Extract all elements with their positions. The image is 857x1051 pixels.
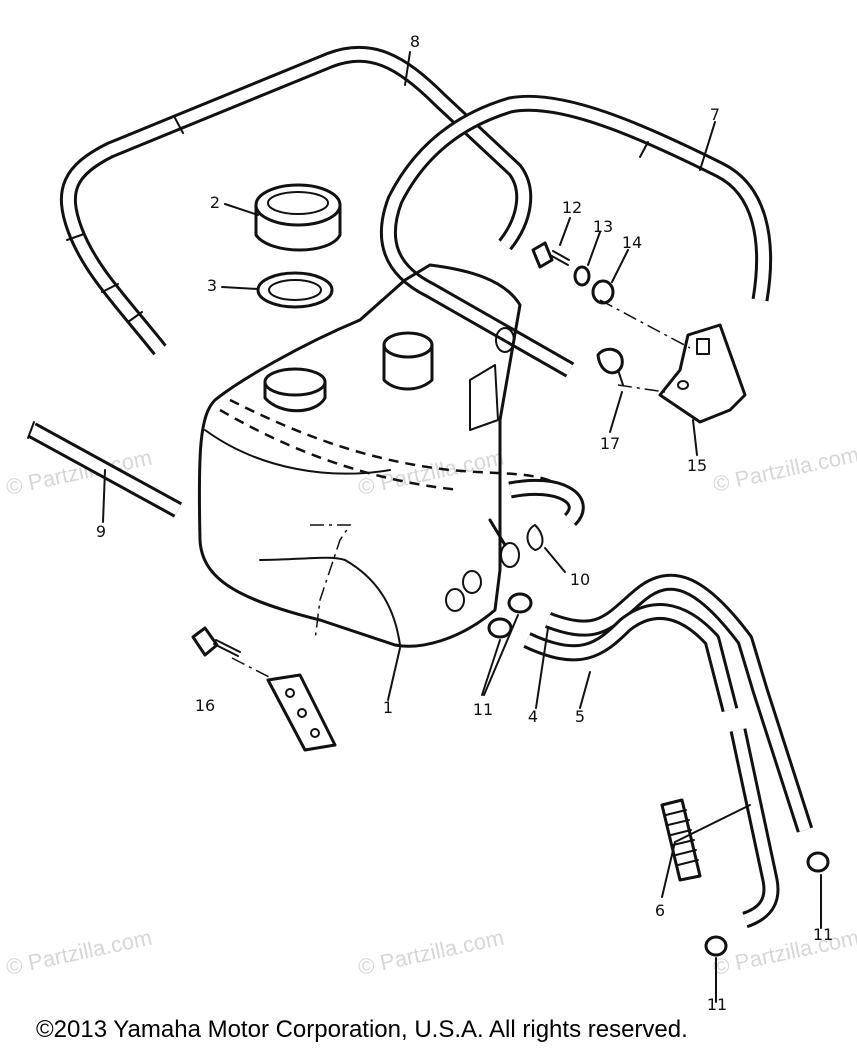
- callout-8: 8: [410, 32, 420, 51]
- watermark: © Partzilla.com: [4, 925, 154, 980]
- sleeve: [660, 798, 702, 882]
- callout-2: 2: [210, 193, 220, 212]
- oil-tank: [197, 263, 566, 648]
- outlet-hose: [508, 478, 585, 527]
- callouts: 1 2 3 4 5 6 7 8 9 10 11 11 11 12 13 14 1…: [96, 32, 833, 1014]
- hose-7: [379, 94, 773, 378]
- watermarks: © Partzilla.com © Partzilla.com © Partzi…: [4, 442, 857, 980]
- grommet: [596, 347, 624, 386]
- gasket: [256, 271, 334, 309]
- copyright-notice: ©2013 Yamaha Motor Corporation, U.S.A. A…: [36, 1016, 688, 1043]
- callout-11: 11: [473, 700, 493, 719]
- hoses-4-5: [523, 573, 814, 929]
- callout-7: 7: [710, 105, 720, 124]
- filler-cap: [254, 183, 342, 252]
- watermark: © Partzilla.com: [711, 442, 857, 497]
- callout-12: 12: [562, 198, 582, 217]
- callout-10: 10: [570, 570, 590, 589]
- bolt-washer-collar: [531, 241, 615, 305]
- callout-11: 11: [707, 995, 727, 1014]
- watermark: © Partzilla.com: [711, 925, 857, 980]
- callout-1: 1: [383, 698, 393, 717]
- bolt-16: [191, 626, 337, 752]
- callout-6: 6: [655, 901, 665, 920]
- callout-3: 3: [207, 276, 217, 295]
- callout-5: 5: [575, 707, 585, 726]
- clamps: [487, 524, 830, 957]
- callout-16: 16: [195, 696, 215, 715]
- callout-4: 4: [528, 707, 538, 726]
- callout-9: 9: [96, 522, 106, 541]
- watermark: © Partzilla.com: [356, 925, 506, 980]
- callout-11: 11: [813, 925, 833, 944]
- leader-lines: [102, 51, 822, 1003]
- callout-14: 14: [622, 233, 642, 252]
- hose-8: [59, 45, 533, 356]
- callout-13: 13: [593, 217, 613, 236]
- callout-15: 15: [687, 456, 707, 475]
- callout-17: 17: [600, 434, 620, 453]
- bracket: [658, 323, 747, 424]
